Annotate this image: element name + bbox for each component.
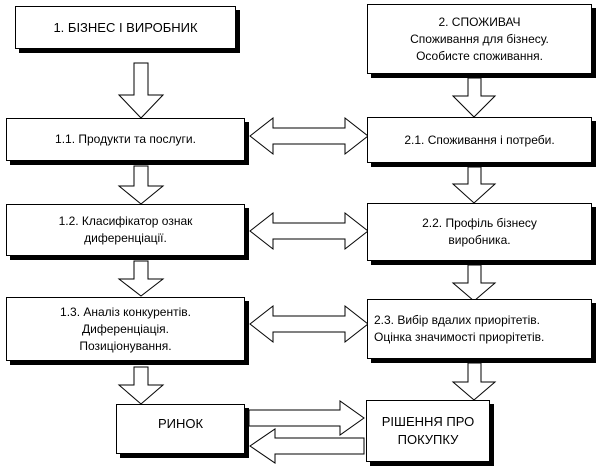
down-arrow-consumption-to-profile [451,166,497,204]
consumer-line-1: 2. СПОЖИВАЧ [438,14,521,29]
down-arrow-classifier-to-competitors [117,260,165,297]
consumption-and-needs-label: 2.1. Споживання і потреби. [404,132,555,147]
left-arrow-decision-to-market [249,428,365,464]
differentiation-classifier-line-1: 1.2. Класифікатор ознак [58,214,193,228]
producer-business-profile-box: 2.2. Профіль бізнесу виробника. [367,203,592,261]
down-arrow-consumer-to-consumption [451,77,497,118]
products-and-services-label: 1.1. Продукти та послуги. [55,132,196,146]
priorities-selection-box: 2.3. Вибір вдалих приорітетів. Оцінка зн… [367,299,592,359]
consumer-line-2: Споживання для бізнесу. [410,31,549,46]
market-label: РИНОК [157,416,204,431]
down-arrow-priorities-to-decision [451,362,497,401]
business-and-producer-label: 1. БІЗНЕС І ВИРОБНИК [53,19,198,35]
priorities-selection-line-1: 2.3. Вибір вдалих приорітетів. [374,313,540,327]
differentiation-classifier-line-2: диференціації. [84,231,167,245]
consumption-and-needs-box: 2.1. Споживання і потреби. [367,117,592,163]
double-arrow-row-3 [249,304,369,344]
right-arrow-market-to-decision [248,400,365,436]
competitor-analysis-box: 1.3. Аналіз конкурентів. Диференціація. … [6,297,245,361]
double-arrow-row-2 [249,211,369,251]
double-arrow-row-1 [249,116,369,156]
purchase-decision-line-1: РІШЕННЯ ПРО [381,414,475,429]
down-arrow-products-to-classifier [117,165,165,205]
down-arrow-profile-to-priorities [451,264,497,302]
purchase-decision-box: РІШЕННЯ ПРО ПОКУПКУ [366,400,490,462]
business-and-producer-box: 1. БІЗНЕС І ВИРОБНИК [15,6,236,49]
priorities-selection-line-2: Оцінка значимості приорітетів. [374,330,545,344]
producer-business-profile-line-2: виробника. [448,233,511,247]
producer-business-profile-line-1: 2.2. Профіль бізнесу [422,216,537,230]
competitor-analysis-line-3: Позиціонування. [79,338,172,353]
purchase-decision-line-2: ПОКУПКУ [397,432,459,447]
consumer-box: 2. СПОЖИВАЧ Споживання для бізнесу. Особ… [367,4,592,74]
consumer-line-3: Особисте споживання. [416,48,543,63]
market-box: РИНОК [116,404,245,454]
competitor-analysis-line-1: 1.3. Аналіз конкурентів. [60,304,191,319]
competitor-analysis-line-2: Диференціація. [82,321,169,336]
down-arrow-competitors-to-market [117,366,165,405]
products-and-services-box: 1.1. Продукти та послуги. [6,118,245,161]
differentiation-classifier-box: 1.2. Класифікатор ознак диференціації. [6,204,245,256]
down-arrow-business-to-products [117,62,165,119]
